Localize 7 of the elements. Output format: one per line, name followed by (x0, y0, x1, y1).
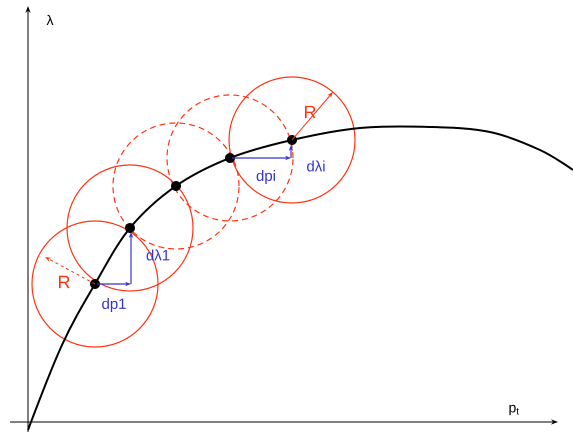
radius-label: R (59, 276, 70, 288)
step-label: dλi (307, 160, 325, 172)
axis-label: λ (46, 14, 54, 26)
step-label: dpi (256, 170, 275, 184)
step-label: dp1 (102, 298, 126, 312)
radius-label: R (305, 106, 316, 118)
axis-label: p$_{t}$ (509, 404, 519, 416)
